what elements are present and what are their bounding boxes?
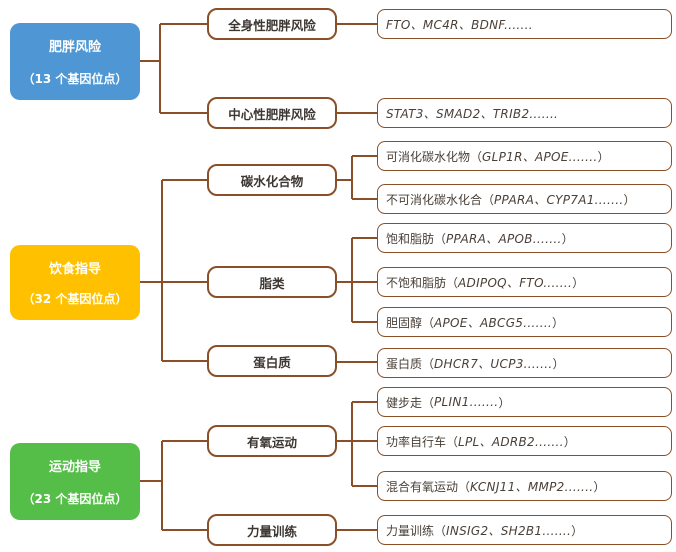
leaf-label: 混合有氧运动（ bbox=[386, 479, 471, 494]
leaf-box-indigestible-carb: 不可消化碳水化合（PPARA、CYP7A1.......） bbox=[377, 184, 672, 214]
leaf-gene-list: FTO、MC4R、BDNF....... bbox=[386, 17, 533, 32]
leaf-gene-list: DHCR7、UCP3....... bbox=[434, 356, 553, 371]
leaf-label: 蛋白质（ bbox=[386, 356, 435, 371]
mid-box-lipids: 脂类 bbox=[207, 266, 337, 298]
leaf-label-close: ） bbox=[563, 434, 576, 449]
leaf-gene-list: LPL、ADRB2....... bbox=[458, 434, 564, 449]
leaf-gene-list: APOE、ABCG5....... bbox=[434, 315, 553, 330]
leaf-label: 健步走（ bbox=[386, 395, 435, 410]
mid-box-label: 有氧运动 bbox=[246, 434, 297, 450]
root-title: 肥胖风险 bbox=[48, 40, 101, 55]
leaf-label-close: ） bbox=[498, 395, 511, 410]
mid-box-whole-body-obesity: 全身性肥胖风险 bbox=[207, 8, 337, 40]
mid-box-label: 全身性肥胖风险 bbox=[228, 17, 316, 33]
mid-box-label: 脂类 bbox=[259, 275, 285, 291]
root-title: 运动指导 bbox=[48, 460, 101, 475]
leaf-label: 功率自行车（ bbox=[386, 434, 459, 449]
mid-box-aerobic-exercise: 有氧运动 bbox=[207, 425, 337, 457]
leaf-box-brisk-walking: 健步走（PLIN1.......） bbox=[377, 387, 672, 417]
root-subtitle-gene-count: （32 个基因位点） bbox=[22, 292, 128, 306]
leaf-box-mixed-aerobic: 混合有氧运动（KCNJ11、MMP2.......） bbox=[377, 471, 672, 501]
connector-aerobic-branch bbox=[337, 401, 377, 487]
leaf-label: 力量训练（ bbox=[386, 523, 447, 538]
connector-root3-trunk bbox=[140, 440, 207, 531]
leaf-label-close: ） bbox=[571, 523, 584, 538]
leaf-gene-list: PPARA、APOB....... bbox=[446, 231, 562, 246]
mid-box-protein: 蛋白质 bbox=[207, 345, 337, 377]
mid-box-label: 中心性肥胖风险 bbox=[228, 106, 316, 122]
leaf-gene-list: PPARA、CYP7A1....... bbox=[494, 192, 624, 207]
mid-box-label: 蛋白质 bbox=[253, 354, 291, 370]
root-subtitle-gene-count: （23 个基因位点） bbox=[22, 492, 128, 506]
leaf-box-unsaturated-fat: 不饱和脂肪（ADIPOQ、FTO.......） bbox=[377, 267, 672, 297]
leaf-gene-list: GLP1R、APOE....... bbox=[482, 149, 598, 164]
mid-box-carbohydrate: 碳水化合物 bbox=[207, 164, 337, 196]
leaf-gene-list: PLIN1....... bbox=[434, 395, 499, 409]
leaf-box-power-cycling: 功率自行车（LPL、ADRB2.......） bbox=[377, 426, 672, 456]
leaf-label-close: ） bbox=[552, 356, 565, 371]
root-title: 饮食指导 bbox=[48, 262, 101, 277]
root-subtitle-gene-count: （13 个基因位点） bbox=[22, 72, 128, 86]
leaf-box-strength-training-genes: 力量训练（INSIG2、SH2B1.......） bbox=[377, 515, 672, 545]
connector-root1-trunk bbox=[140, 23, 207, 114]
leaf-box-whole-body-genes: FTO、MC4R、BDNF....... bbox=[377, 9, 672, 39]
leaf-label-close: ） bbox=[593, 479, 606, 494]
connector-root2-trunk bbox=[140, 179, 207, 362]
leaf-label: 不可消化碳水化合（ bbox=[386, 192, 495, 207]
mid-box-label: 力量训练 bbox=[246, 523, 297, 539]
leaf-label-close: ） bbox=[572, 275, 585, 290]
leaf-label: 胆固醇（ bbox=[386, 315, 435, 330]
root-box-exercise-guidance: 运动指导 （23 个基因位点） bbox=[10, 443, 140, 520]
leaf-box-protein-genes: 蛋白质（DHCR7、UCP3.......） bbox=[377, 348, 672, 378]
leaf-gene-list: STAT3、SMAD2、TRIB2....... bbox=[386, 106, 559, 121]
root-box-obesity-risk: 肥胖风险 （13 个基因位点） bbox=[10, 23, 140, 100]
mid-box-central-obesity: 中心性肥胖风险 bbox=[207, 97, 337, 129]
leaf-gene-list: KCNJ11、MMP2....... bbox=[470, 479, 594, 494]
leaf-box-cholesterol: 胆固醇（APOE、ABCG5.......） bbox=[377, 307, 672, 337]
leaf-box-central-genes: STAT3、SMAD2、TRIB2....... bbox=[377, 98, 672, 128]
connector-carb-branch bbox=[337, 155, 377, 200]
leaf-label: 饱和脂肪（ bbox=[386, 231, 447, 246]
connector-fat-branch bbox=[337, 237, 377, 323]
leaf-gene-list: INSIG2、SH2B1....... bbox=[446, 523, 572, 538]
mid-box-label: 碳水化合物 bbox=[240, 173, 304, 189]
leaf-label: 可消化碳水化物（ bbox=[386, 149, 483, 164]
leaf-label: 不饱和脂肪（ bbox=[386, 275, 459, 290]
leaf-gene-list: ADIPOQ、FTO....... bbox=[458, 275, 573, 290]
mid-box-strength-training: 力量训练 bbox=[207, 514, 337, 546]
leaf-label-close: ） bbox=[561, 231, 574, 246]
leaf-label-close: ） bbox=[597, 149, 610, 164]
leaf-box-digestible-carb: 可消化碳水化物（GLP1R、APOE.......） bbox=[377, 141, 672, 171]
leaf-label-close: ） bbox=[552, 315, 565, 330]
root-box-diet-guidance: 饮食指导 （32 个基因位点） bbox=[10, 245, 140, 320]
leaf-label-close: ） bbox=[623, 192, 636, 207]
leaf-box-saturated-fat: 饱和脂肪（PPARA、APOB.......） bbox=[377, 223, 672, 253]
